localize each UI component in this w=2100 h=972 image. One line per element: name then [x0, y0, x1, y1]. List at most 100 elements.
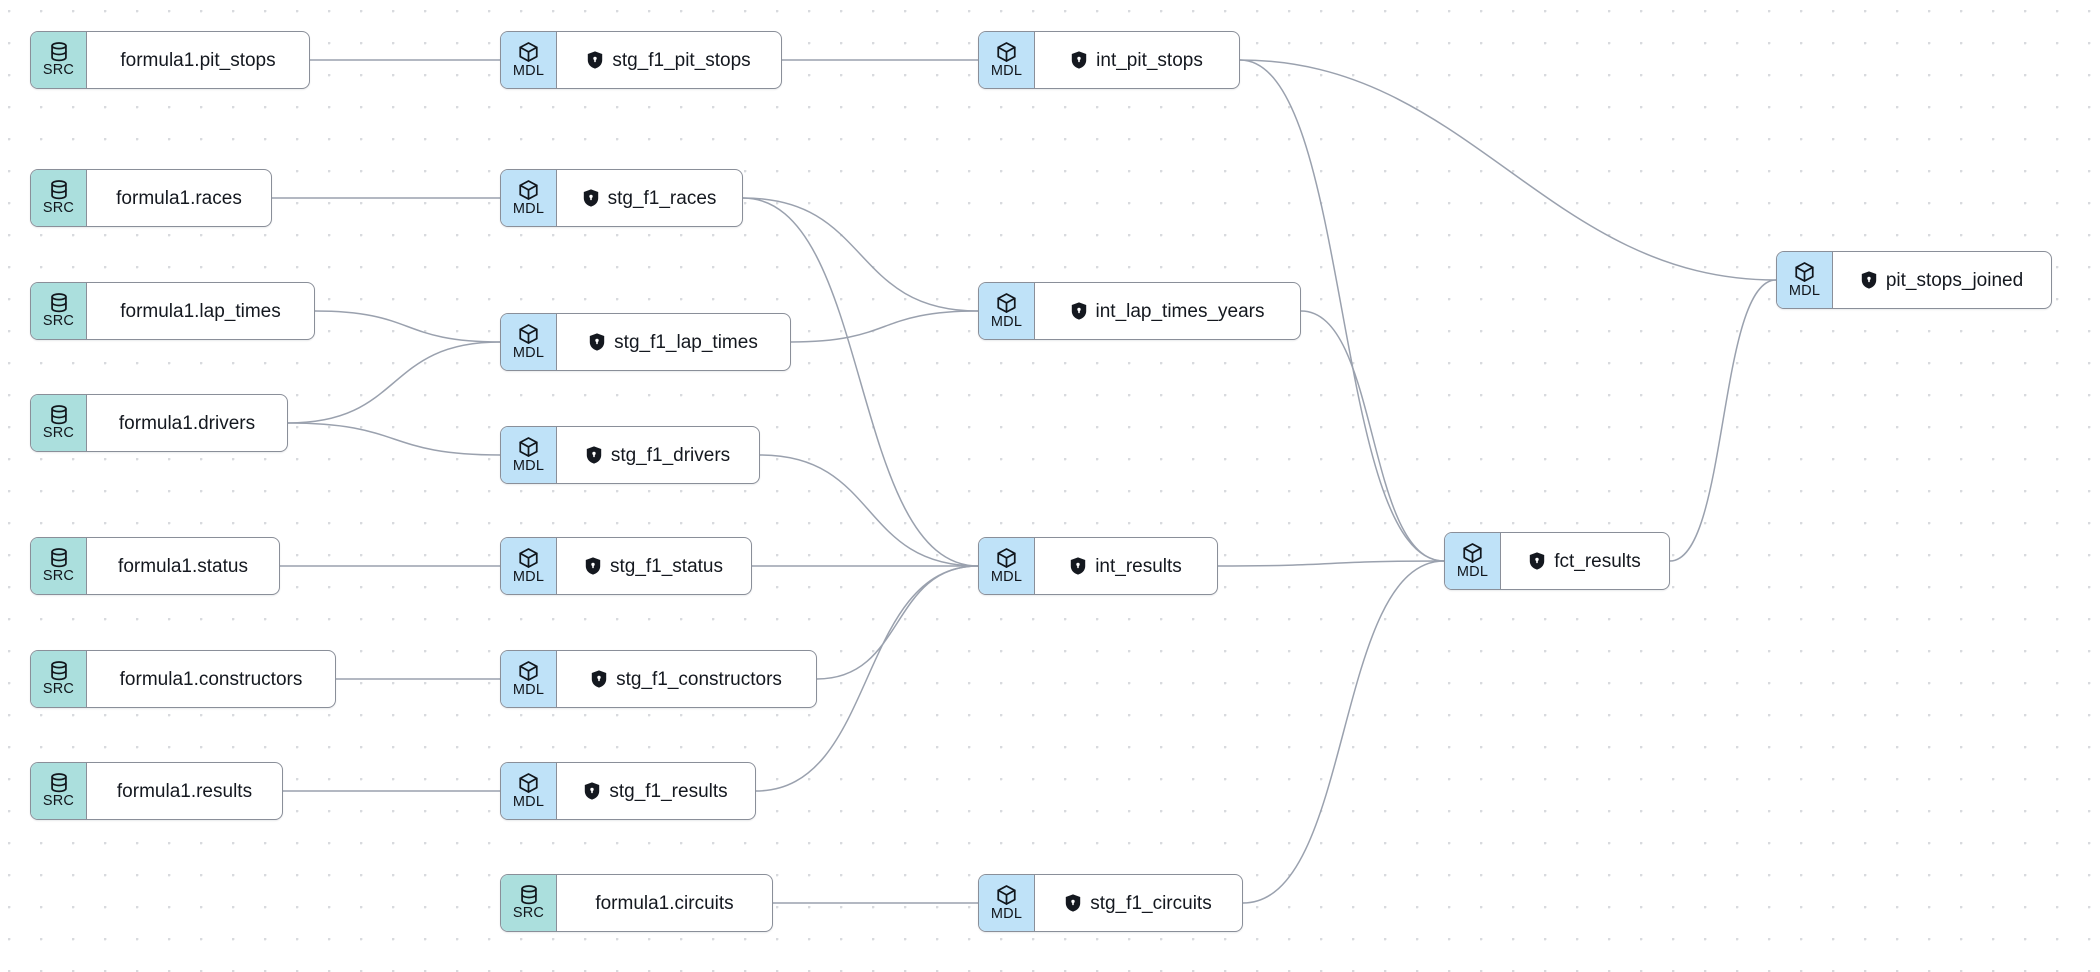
graph-node-int_lap_times_years[interactable]: MDL int_lap_times_years	[978, 282, 1301, 340]
graph-node-src_races[interactable]: SRC formula1.races	[30, 169, 272, 227]
graph-node-stg_drivers[interactable]: MDL stg_f1_drivers	[500, 426, 760, 484]
cube-icon	[517, 179, 540, 201]
edge-stg_races-to-int_lap_times_years	[742, 197, 979, 312]
graph-node-int_pit_stops[interactable]: MDL int_pit_stops	[978, 31, 1240, 89]
node-body: formula1.pit_stops	[87, 32, 309, 88]
graph-node-pit_stops_joined[interactable]: MDL pit_stops_joined	[1776, 251, 2052, 309]
cube-icon	[517, 660, 540, 682]
node-kind-badge: SRC	[31, 538, 87, 594]
cube-icon	[995, 884, 1018, 906]
node-kind-badge: MDL	[979, 32, 1035, 88]
node-label: stg_f1_results	[609, 780, 728, 802]
shield-icon	[1529, 552, 1545, 570]
node-kind-badge: SRC	[31, 170, 87, 226]
edge-src_drivers-to-stg_lap_times	[287, 341, 501, 424]
cube-icon	[517, 772, 540, 794]
graph-node-int_results[interactable]: MDL int_results	[978, 537, 1218, 595]
node-kind-badge: MDL	[501, 314, 557, 370]
node-kind-badge: MDL	[501, 763, 557, 819]
node-kind-label: MDL	[1456, 564, 1489, 581]
node-label: int_results	[1095, 555, 1182, 577]
edge-stg_lap_times-to-int_lap_times_years	[790, 310, 979, 343]
node-kind-badge: MDL	[979, 283, 1035, 339]
graph-node-stg_circuits[interactable]: MDL stg_f1_circuits	[978, 874, 1243, 932]
node-kind-label: SRC	[42, 568, 75, 585]
node-kind-badge: SRC	[501, 875, 557, 931]
shield-icon	[585, 557, 601, 575]
node-label: stg_f1_races	[607, 187, 717, 209]
database-icon	[518, 885, 540, 905]
shield-icon	[589, 333, 605, 351]
cube-icon	[517, 41, 540, 63]
node-body: stg_f1_constructors	[557, 651, 816, 707]
node-body: formula1.races	[87, 170, 271, 226]
node-body: stg_f1_drivers	[557, 427, 759, 483]
database-icon	[48, 548, 70, 568]
node-label: pit_stops_joined	[1885, 269, 2024, 291]
node-kind-label: MDL	[990, 906, 1023, 923]
graph-node-src_lap_times[interactable]: SRC formula1.lap_times	[30, 282, 315, 340]
graph-node-stg_constructors[interactable]: MDL stg_f1_constructors	[500, 650, 817, 708]
node-kind-label: MDL	[512, 569, 545, 586]
node-label: stg_f1_lap_times	[614, 331, 758, 353]
graph-node-stg_races[interactable]: MDL stg_f1_races	[500, 169, 743, 227]
graph-node-stg_pit_stops[interactable]: MDL stg_f1_pit_stops	[500, 31, 782, 89]
node-label: stg_f1_constructors	[616, 668, 782, 690]
cube-icon	[995, 41, 1018, 63]
node-label: formula1.status	[118, 555, 248, 577]
edge-src_lap_times-to-stg_lap_times	[314, 310, 501, 343]
database-icon	[48, 42, 70, 62]
node-body: stg_f1_results	[557, 763, 755, 819]
node-body: int_lap_times_years	[1035, 283, 1300, 339]
graph-node-stg_lap_times[interactable]: MDL stg_f1_lap_times	[500, 313, 791, 371]
graph-node-fct_results[interactable]: MDL fct_results	[1444, 532, 1670, 590]
node-kind-label: SRC	[42, 793, 75, 810]
node-label: int_lap_times_years	[1095, 300, 1265, 322]
shield-icon	[1071, 51, 1087, 69]
node-body: stg_f1_pit_stops	[557, 32, 781, 88]
shield-icon	[1071, 302, 1087, 320]
node-kind-badge: MDL	[501, 538, 557, 594]
node-body: int_results	[1035, 538, 1217, 594]
node-kind-label: SRC	[42, 313, 75, 330]
node-kind-badge: MDL	[1445, 533, 1501, 589]
node-kind-badge: SRC	[31, 395, 87, 451]
node-kind-badge: MDL	[1777, 252, 1833, 308]
node-body: stg_f1_status	[557, 538, 751, 594]
database-icon	[48, 293, 70, 313]
node-body: pit_stops_joined	[1833, 252, 2051, 308]
node-label: formula1.races	[116, 187, 242, 209]
node-kind-label: MDL	[990, 569, 1023, 586]
cube-icon	[1793, 261, 1816, 283]
node-kind-label: MDL	[512, 458, 545, 475]
node-body: stg_f1_races	[557, 170, 742, 226]
database-icon	[48, 180, 70, 200]
node-body: formula1.status	[87, 538, 279, 594]
node-kind-label: SRC	[42, 681, 75, 698]
database-icon	[48, 773, 70, 793]
cube-icon	[517, 547, 540, 569]
node-kind-label: MDL	[512, 63, 545, 80]
cube-icon	[517, 436, 540, 458]
shield-icon	[584, 782, 600, 800]
shield-icon	[591, 670, 607, 688]
node-label: formula1.lap_times	[120, 300, 281, 322]
node-kind-label: MDL	[990, 63, 1023, 80]
node-kind-label: SRC	[42, 425, 75, 442]
node-kind-badge: MDL	[501, 170, 557, 226]
shield-icon	[587, 51, 603, 69]
node-kind-badge: SRC	[31, 32, 87, 88]
database-icon	[48, 661, 70, 681]
graph-node-stg_status[interactable]: MDL stg_f1_status	[500, 537, 752, 595]
node-kind-label: MDL	[512, 794, 545, 811]
graph-node-src_status[interactable]: SRC formula1.status	[30, 537, 280, 595]
node-kind-label: SRC	[512, 905, 545, 922]
graph-node-stg_results[interactable]: MDL stg_f1_results	[500, 762, 756, 820]
shield-icon	[1070, 557, 1086, 575]
